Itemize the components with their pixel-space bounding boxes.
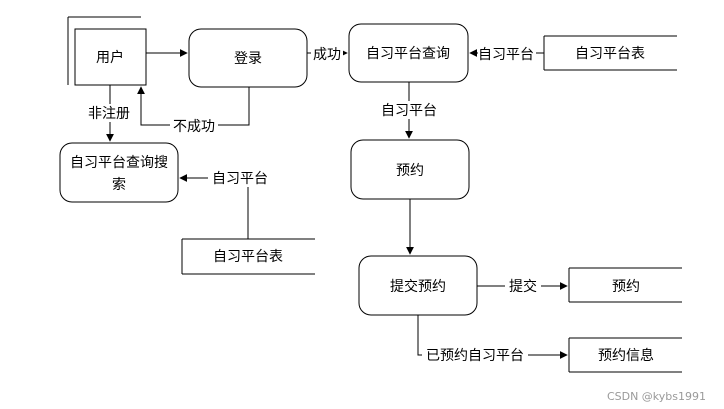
query-process: 自习平台查询 xyxy=(348,23,469,83)
search-process: 自习平台查询搜 索 xyxy=(59,142,179,203)
reserve-info-store-label: 预约信息 xyxy=(598,347,654,364)
edge-user-search: 非注册 xyxy=(84,85,136,142)
submit-process: 提交预约 xyxy=(358,255,478,316)
platform-table-top-label: 自习平台表 xyxy=(575,46,645,62)
platform-table-left-label: 自习平台表 xyxy=(213,249,283,265)
reserve-store: 预约 xyxy=(568,267,682,303)
edge-table-search: 自习平台 xyxy=(179,169,270,239)
edge-platform-search-label: 自习平台 xyxy=(212,171,268,187)
edge-submit-store: 提交 xyxy=(477,277,568,295)
submit-label: 提交预约 xyxy=(390,278,446,295)
edge-reserved-platform-label: 已预约自习平台 xyxy=(426,348,524,364)
user-label: 用户 xyxy=(96,49,124,66)
reserve-process: 预约 xyxy=(350,139,470,200)
search-label-line1: 自习平台查询搜 xyxy=(70,155,168,171)
reserve-store-label: 预约 xyxy=(612,279,640,295)
edge-platform-down-label: 自习平台 xyxy=(381,103,437,119)
edge-platform-in-label: 自习平台 xyxy=(478,47,534,63)
login-label: 登录 xyxy=(234,51,262,67)
search-label-line2: 索 xyxy=(112,176,126,193)
edge-submit-label: 提交 xyxy=(509,278,537,295)
reserve-label: 预约 xyxy=(396,163,424,179)
edge-login-query: 成功 xyxy=(307,45,348,63)
watermark: CSDN @kybs1991 xyxy=(607,390,706,403)
edge-query-reserve: 自习平台 xyxy=(378,82,440,139)
edge-table-query: 自习平台 xyxy=(469,45,544,63)
platform-table-store-top: 自习平台表 xyxy=(543,35,677,71)
user-entity: 用户 xyxy=(67,16,147,86)
platform-table-store-left: 自习平台表 xyxy=(181,238,315,275)
reserve-info-store: 预约信息 xyxy=(568,337,682,373)
query-label: 自习平台查询 xyxy=(366,46,450,62)
edge-submit-info: 已预约自习平台 xyxy=(417,315,568,364)
edge-non-register-label: 非注册 xyxy=(88,106,130,122)
edge-success-label: 成功 xyxy=(313,47,341,63)
edge-login-fail: 不成功 xyxy=(137,86,250,135)
edge-fail-label: 不成功 xyxy=(173,119,215,135)
login-process: 登录 xyxy=(188,28,308,88)
